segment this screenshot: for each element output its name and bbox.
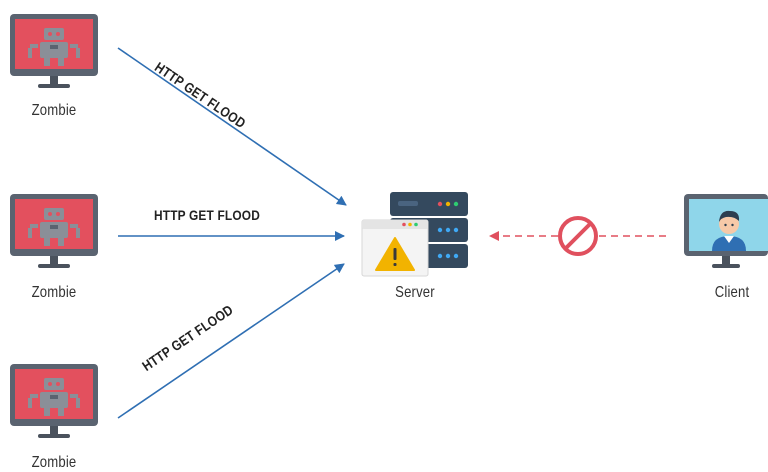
edge-zombie-3-to-server bbox=[117, 263, 345, 419]
client-label: Client bbox=[714, 284, 750, 301]
zombie-2-label: Zombie bbox=[31, 284, 77, 301]
zombie-1-label: Zombie bbox=[31, 102, 77, 119]
zombie-2-icon bbox=[10, 194, 98, 268]
edge-zombie-1-to-server bbox=[117, 47, 347, 206]
zombie-3-icon bbox=[10, 364, 98, 438]
client-monitor-icon bbox=[684, 194, 768, 268]
server-warning-icon bbox=[361, 192, 468, 277]
server-label: Server bbox=[395, 284, 435, 301]
edge-label-zombie-2: HTTP GET FLOOD bbox=[154, 207, 260, 223]
zombie-3-label: Zombie bbox=[31, 454, 77, 471]
zombie-1-icon bbox=[10, 14, 98, 88]
prohibited-icon bbox=[558, 216, 598, 256]
